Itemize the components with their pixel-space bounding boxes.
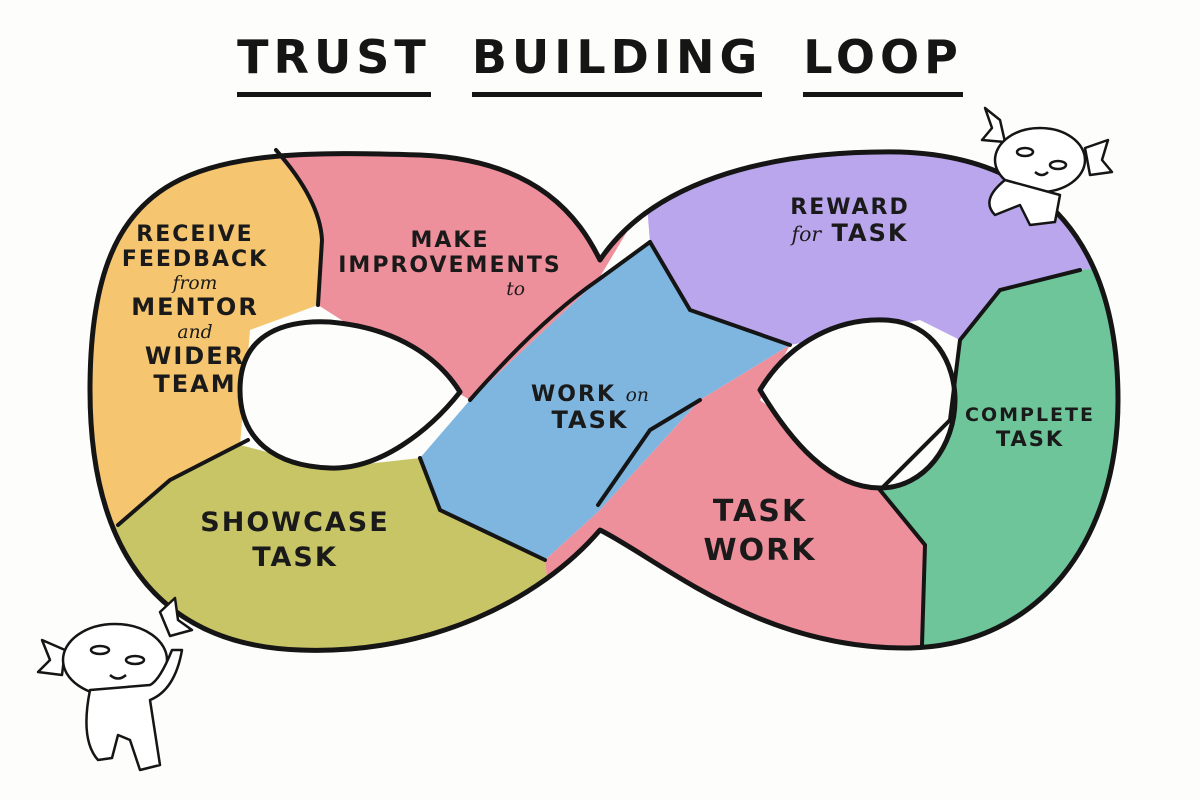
segment-dividers — [116, 148, 1082, 647]
label-work-on-task: WORK on TASK — [531, 382, 649, 435]
title-word-loop: LOOP — [803, 30, 963, 97]
title-word-trust: TRUST — [237, 30, 431, 97]
title-word-building: BUILDING — [471, 30, 763, 97]
loop-outline — [87, 149, 1121, 653]
label-reward-for-task: REWARD for TASK — [790, 195, 910, 248]
label-complete-task: COMPLETE TASK — [965, 404, 1095, 451]
label-task-work: TASK WORK — [703, 494, 817, 568]
label-make-improvements: MAKE IMPROVEMENTS to — [338, 228, 562, 300]
label-receive-feedback: RECEIVE FEEDBACK from MENTOR and WIDER T… — [121, 222, 269, 398]
label-showcase-task: SHOWCASE TASK — [200, 507, 390, 574]
koala-mascot-top-right-icon — [980, 106, 1114, 227]
koala-mascot-bottom-left-icon — [36, 596, 194, 772]
page-title: TRUST BUILDING LOOP — [0, 30, 1200, 97]
segment-work-on-task — [420, 242, 790, 560]
